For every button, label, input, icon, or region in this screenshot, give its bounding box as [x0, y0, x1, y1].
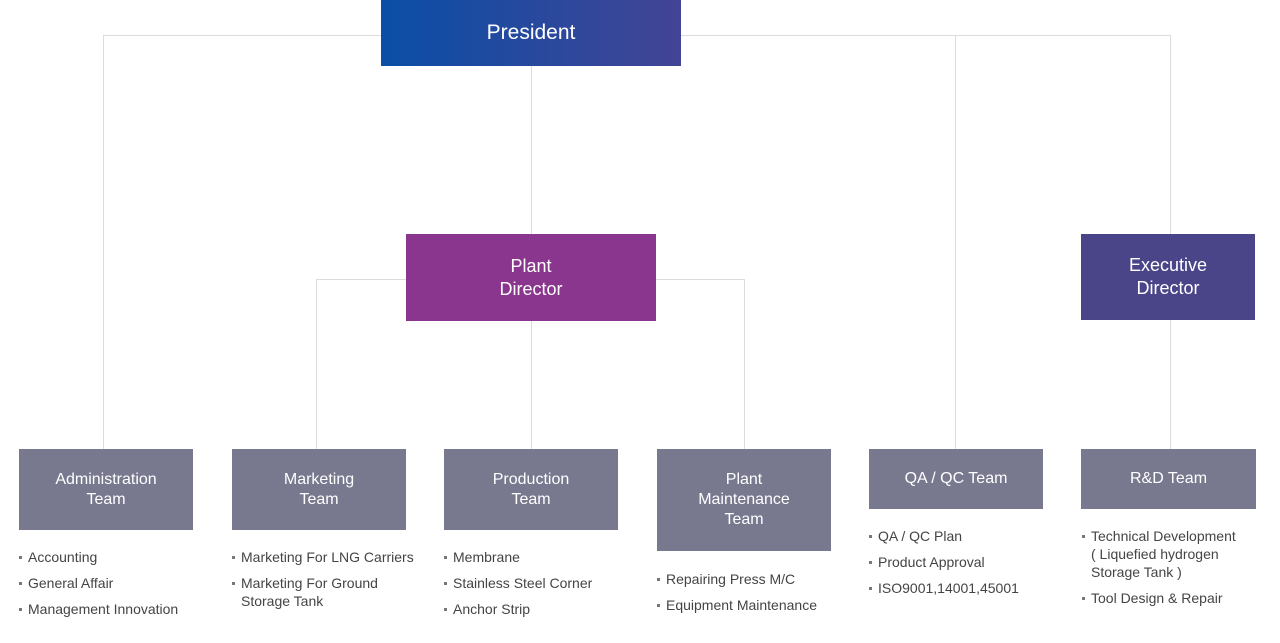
team-box-production: Production Team	[444, 449, 618, 530]
production-duties: Membrane Stainless Steel Corner Anchor S…	[444, 548, 634, 626]
administration-duties: Accounting General Affair Management Inn…	[19, 548, 209, 626]
connector-maintenance-vertical	[744, 279, 745, 449]
connector-admin-vertical	[103, 35, 104, 449]
team-box-rnd: R&D Team	[1081, 449, 1256, 509]
list-item: Accounting	[19, 548, 209, 566]
team-box-plant-maintenance: Plant Maintenance Team	[657, 449, 831, 551]
team-box-qa-qc: QA / QC Team	[869, 449, 1043, 509]
qa-qc-duties: QA / QC Plan Product Approval ISO9001,14…	[869, 527, 1059, 605]
list-item: Marketing For Ground Storage Tank	[232, 574, 432, 610]
marketing-duties: Marketing For LNG Carriers Marketing For…	[232, 548, 432, 618]
list-item: Repairing Press M/C	[657, 570, 857, 588]
team-label: QA / QC Team	[904, 470, 1008, 487]
president-box: President	[381, 0, 681, 66]
president-label: President	[486, 21, 576, 44]
team-label: Marketing Team	[283, 470, 355, 508]
list-item: ISO9001,14001,45001	[869, 579, 1059, 597]
list-item: Marketing For LNG Carriers	[232, 548, 432, 566]
team-box-marketing: Marketing Team	[232, 449, 406, 530]
connector-marketing-vertical	[316, 279, 317, 449]
rnd-duties: Technical Development ( Liquefied hydrog…	[1082, 527, 1272, 615]
list-item: Membrane	[444, 548, 634, 566]
connector-executive-vertical	[1170, 35, 1171, 234]
team-label: Production Team	[492, 470, 570, 508]
list-item: Management Innovation	[19, 600, 209, 618]
list-item: Product Approval	[869, 553, 1059, 571]
team-box-administration: Administration Team	[19, 449, 193, 530]
team-label: R&D Team	[1129, 470, 1208, 487]
list-item: QA / QC Plan	[869, 527, 1059, 545]
list-item: Technical Development ( Liquefied hydrog…	[1082, 527, 1272, 581]
team-label: Plant Maintenance Team	[698, 471, 790, 528]
list-item: Anchor Strip	[444, 600, 634, 618]
connector-production-vertical	[531, 321, 532, 449]
team-label: Administration Team	[55, 470, 157, 508]
connector-president-plant	[531, 66, 532, 234]
connector-executive-rnd	[1170, 320, 1171, 449]
executive-director-box: Executive Director	[1081, 234, 1255, 320]
list-item: Equipment Maintenance	[657, 596, 857, 614]
executive-director-label: Executive Director	[1128, 255, 1208, 298]
plant-director-label: Plant Director	[499, 255, 563, 299]
plant-director-box: Plant Director	[406, 234, 656, 321]
plant-maintenance-duties: Repairing Press M/C Equipment Maintenanc…	[657, 570, 857, 622]
list-item: Stainless Steel Corner	[444, 574, 634, 592]
list-item: Tool Design & Repair	[1082, 589, 1272, 607]
list-item: General Affair	[19, 574, 209, 592]
connector-qaqc-vertical	[955, 35, 956, 449]
